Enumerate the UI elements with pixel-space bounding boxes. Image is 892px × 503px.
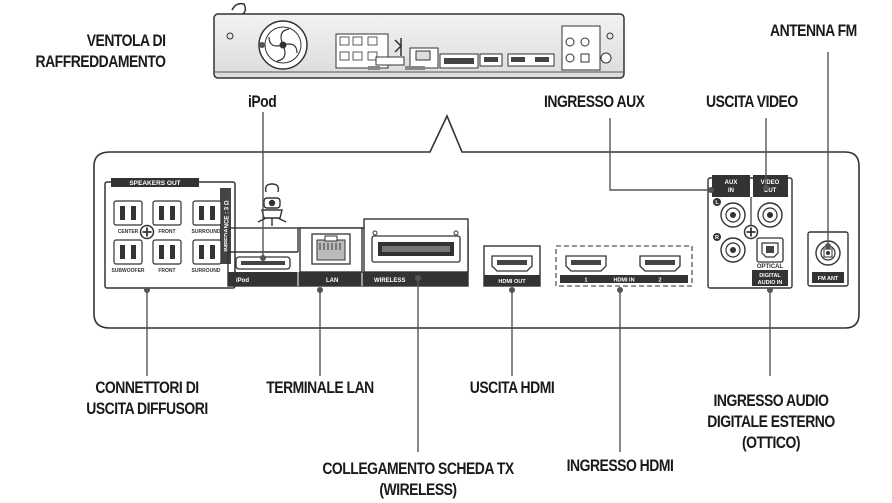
leader-dots: [144, 42, 831, 293]
optical-port: [756, 237, 784, 263]
callout-fm-antenna: ANTENNA FM: [770, 21, 857, 40]
label-video: VIDEO: [761, 180, 780, 186]
fm-ant-port: FM ANT: [807, 231, 849, 287]
leader-lines: [146, 44, 829, 452]
label-video-out: OUT: [764, 188, 777, 194]
label-wireless: WIRELESS: [374, 278, 405, 284]
label-ipod: iPod: [236, 278, 249, 284]
unit-fan-icon: [258, 20, 308, 70]
wireless-port: [371, 230, 461, 263]
label-aux-r: R: [715, 235, 719, 241]
leader-aux: [609, 118, 710, 191]
speaker-terminal-surround-l: [192, 200, 222, 226]
label-surround-l: SURROUND: [192, 229, 221, 235]
callout-speaker-connectors: CONNETTORI DI USCITA DIFFUSORI: [69, 377, 225, 419]
callout-optical-in-line3: (OTTICO): [741, 433, 801, 452]
label-lan: LAN: [326, 278, 338, 284]
label-surround-r: SURROUND: [192, 268, 221, 274]
speaker-terminal-center: [113, 200, 143, 226]
label-hdmi-1: 1: [584, 278, 587, 284]
ipod-clip-icon: [257, 183, 287, 226]
label-subwoofer: SUBWOOFER: [111, 268, 144, 274]
unit-rear-overview: [213, 2, 625, 79]
callout-optical-in-line2: DIGITALE ESTERNO: [707, 412, 835, 431]
impedance-label: IMPEDANCE : 3 Ω: [225, 200, 231, 251]
callout-speaker-connectors-line2: USCITA DIFFUSORI: [86, 399, 208, 418]
callout-aux-in: INGRESSO AUX: [544, 92, 645, 111]
callout-hdmi-out: USCITA HDMI: [469, 378, 555, 397]
label-hdmi-2: 2: [658, 278, 661, 284]
label-fm-ant: FM ANT: [818, 276, 839, 282]
callout-tx-card-line2: (WIRELESS): [379, 480, 457, 499]
callout-cooling-fan: VENTOLA DI RAFFREDDAMENTO: [35, 30, 165, 72]
callout-lan-terminal: TERMINALE LAN: [266, 378, 374, 397]
label-center: CENTER: [118, 229, 139, 235]
speaker-terminal-front-r: [152, 239, 182, 265]
label-aux-in: IN: [728, 188, 734, 194]
label-aux-l: L: [715, 200, 719, 206]
callout-hdmi-in: INGRESSO HDMI: [566, 456, 674, 475]
callout-cooling-fan-line2: RAFFREDDAMENTO: [35, 52, 165, 71]
aux-video-optical-block: AUX IN VIDEO OUT L R OPTICAL DIGITAL AUD…: [707, 175, 793, 289]
speaker-terminal-subwoofer: [113, 239, 143, 265]
label-hdmi-in: HDMI IN: [613, 278, 634, 284]
hdmi-out-port: HDMI OUT: [483, 245, 541, 287]
speaker-terminal-surround-r: [192, 239, 222, 265]
label-front-l: FRONT: [158, 229, 175, 235]
callout-video-out: USCITA VIDEO: [706, 92, 798, 111]
label-audio-in: AUDIO IN: [758, 280, 783, 286]
label-aux: AUX: [725, 180, 738, 186]
speaker-terminal-front-l: [152, 200, 182, 226]
label-digital: DIGITAL: [759, 273, 781, 279]
callout-tx-card: COLLEGAMENTO SCHEDA TX (WIRELESS): [311, 458, 524, 500]
callout-optical-in: INGRESSO AUDIO DIGITALE ESTERNO (OTTICO): [693, 390, 849, 453]
callout-speaker-connectors-line1: CONNETTORI DI: [95, 378, 199, 397]
label-hdmi-out: HDMI OUT: [498, 279, 526, 285]
lan-port: [311, 233, 351, 265]
ipod-lan-wireless-block: iPod LAN WIRELESS: [227, 218, 469, 287]
callout-optical-in-line1: INGRESSO AUDIO: [713, 391, 829, 410]
callout-cooling-fan-line1: VENTOLA DI: [86, 31, 165, 50]
callout-tx-card-line1: COLLEGAMENTO SCHEDA TX: [322, 459, 514, 478]
speakers-out-block: SPEAKERS OUT IMPEDANCE : 3 Ω CENTER FRON…: [104, 178, 236, 289]
label-optical: OPTICAL: [757, 264, 784, 270]
plus-icon: [139, 224, 155, 240]
hdmi-in-block: HDMI IN 1 2: [555, 245, 693, 287]
label-front-r: FRONT: [158, 268, 175, 274]
callout-ipod: iPod: [248, 92, 277, 111]
speakers-out-label: SPEAKERS OUT: [129, 180, 180, 187]
plus-icon: [743, 224, 759, 240]
